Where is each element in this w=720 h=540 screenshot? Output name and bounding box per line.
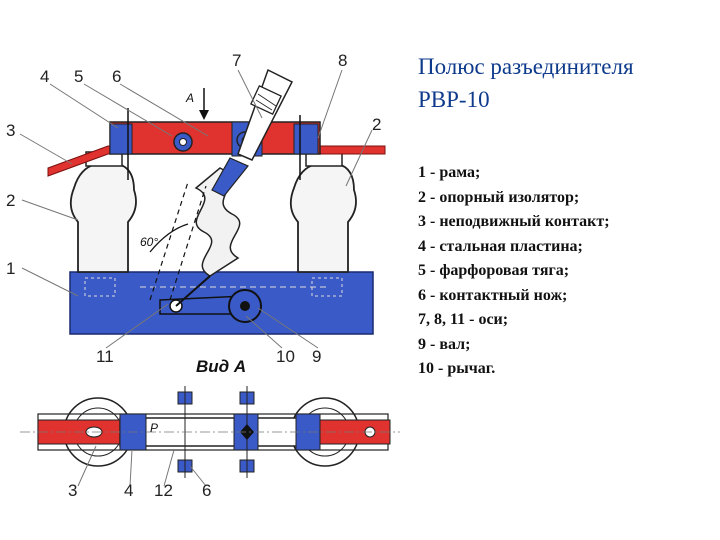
callout-bottom-4: 4 — [124, 481, 133, 500]
view-arrow-head — [199, 110, 209, 120]
callout-9: 9 — [312, 347, 321, 366]
leader-lines-bottom — [77, 445, 207, 487]
callout-bottom-12: 12 — [154, 481, 173, 500]
title-line-1: Полюс разъединителя — [418, 54, 634, 79]
callout-bottom-6: 6 — [202, 481, 211, 500]
title-line-2: РВР-10 — [418, 87, 490, 112]
contact-knife — [237, 68, 294, 161]
callout-10: 10 — [276, 347, 295, 366]
shaft-9-core — [240, 301, 250, 311]
angle-arc — [149, 223, 189, 253]
legend-item: 2 - опорный изолятор; — [418, 188, 580, 206]
callout-11: 11 — [96, 347, 114, 366]
knife-head — [250, 85, 282, 115]
frame-base — [69, 271, 374, 335]
callout-6: 6 — [112, 67, 121, 86]
frame-mount-right — [311, 277, 343, 297]
beam-blue-left — [109, 123, 133, 155]
lever-rod — [175, 275, 211, 307]
callout-3: 3 — [6, 121, 15, 140]
view-arrow-label: A — [185, 91, 194, 105]
legend-item: 1 - рама; — [418, 164, 481, 181]
knife-hatch-2 — [255, 99, 273, 111]
page-title: Полюс разъединителя РВР-10 — [418, 50, 718, 116]
legend-item: 10 - рычаг. — [418, 360, 496, 377]
callout-1: 1 — [6, 259, 15, 278]
frame-mount-left — [84, 277, 116, 297]
legend: 1 - рама; 2 - опорный изолятор; 3 - непо… — [418, 161, 718, 382]
knife-hatch-1 — [257, 93, 277, 107]
leader-lines-top — [19, 69, 373, 349]
view-title: Вид А — [196, 357, 246, 376]
callout-2-right: 2 — [372, 115, 381, 134]
beam-blue-right — [293, 123, 319, 155]
legend-item: 7, 8, 11 - оси; — [418, 311, 509, 328]
disconnector-diagram: 60° A 4 5 6 7 8 3 2 2 1 11 10 9 Вид А — [6, 51, 400, 500]
open-position-outline — [149, 181, 207, 301]
callout-bottom-3: 3 — [68, 481, 77, 500]
contact-beam — [109, 121, 321, 155]
legend-item: 5 - фарфоровая тяга; — [418, 262, 570, 279]
knife-blue-link — [211, 157, 249, 197]
legend-item: 9 - вал; — [418, 335, 471, 353]
legend-item: 3 - неподвижный контакт; — [418, 213, 610, 230]
legend-item: 4 - стальная пластина; — [418, 237, 583, 255]
callout-4: 4 — [40, 67, 49, 86]
callout-7: 7 — [232, 51, 241, 70]
beam-pin-left-core — [179, 138, 187, 146]
legend-item: 6 - контактный нож; — [418, 286, 568, 304]
callout-2-left: 2 — [6, 191, 15, 210]
insulator-right — [289, 163, 357, 273]
angle-label: 60° — [140, 235, 158, 249]
callout-8: 8 — [338, 51, 347, 70]
plan-center-contact — [240, 424, 254, 440]
callout-5: 5 — [74, 67, 83, 86]
plan-p-label: P — [150, 421, 158, 435]
insulator-left — [69, 163, 137, 273]
